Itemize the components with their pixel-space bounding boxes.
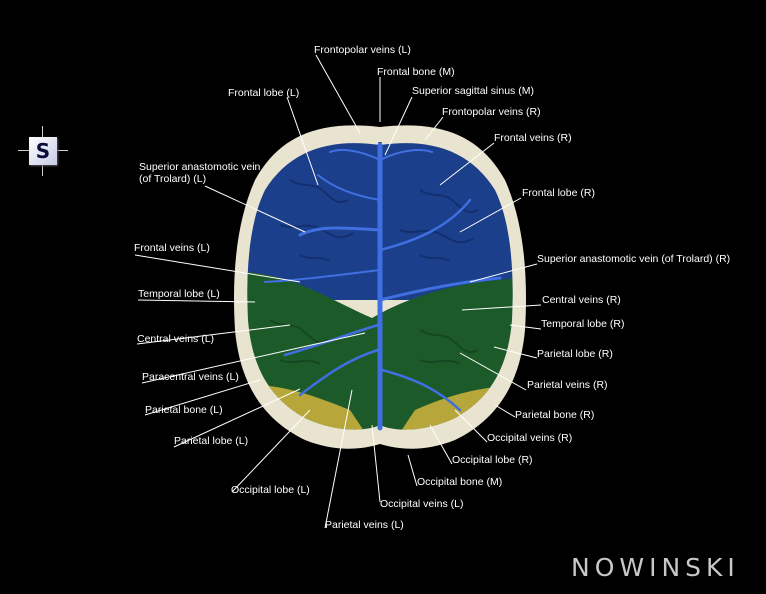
label-frontopolar-veins-r: Frontopolar veins (R) bbox=[442, 106, 541, 118]
label-occipital-veins-l: Occipital veins (L) bbox=[380, 498, 464, 510]
label-parietal-veins-r: Parietal veins (R) bbox=[527, 379, 608, 391]
label-frontal-lobe-r: Frontal lobe (R) bbox=[522, 187, 595, 199]
label-frontopolar-veins-l: Frontopolar veins (L) bbox=[314, 44, 411, 56]
label-superior-sagittal-sinus-m: Superior sagittal sinus (M) bbox=[412, 85, 534, 97]
label-superior-anastomotic-vein-l: Superior anastomotic vein (of Trolard) (… bbox=[139, 161, 261, 185]
label-parietal-bone-r: Parietal bone (R) bbox=[515, 409, 595, 421]
label-occipital-veins-r: Occipital veins (R) bbox=[487, 432, 573, 444]
label-parietal-lobe-r: Parietal lobe (R) bbox=[537, 348, 613, 360]
label-occipital-lobe-r: Occipital lobe (R) bbox=[452, 454, 533, 466]
nowinski-logo: NOWINSKI bbox=[571, 553, 740, 582]
cortical-veins bbox=[264, 142, 502, 431]
label-superior-anastomotic-vein-r: Superior anastomotic vein (of Trolard) (… bbox=[537, 253, 731, 265]
label-temporal-lobe-r: Temporal lobe (R) bbox=[541, 318, 625, 330]
label-paracentral-veins-l: Paracentral veins (L) bbox=[142, 371, 239, 383]
label-central-veins-r: Central veins (R) bbox=[542, 294, 621, 306]
label-frontal-bone-m: Frontal bone (M) bbox=[377, 66, 455, 78]
label-frontal-veins-r: Frontal veins (R) bbox=[494, 132, 572, 144]
label-occipital-bone-m: Occipital bone (M) bbox=[417, 476, 503, 488]
orientation-cube[interactable]: S bbox=[18, 126, 68, 176]
label-frontal-veins-l: Frontal veins (L) bbox=[134, 242, 210, 254]
orientation-letter: S bbox=[35, 139, 51, 163]
label-temporal-lobe-l: Temporal lobe (L) bbox=[138, 288, 220, 300]
orientation-face bbox=[29, 137, 57, 165]
label-parietal-bone-l: Parietal bone (L) bbox=[145, 404, 223, 416]
label-parietal-lobe-l: Parietal lobe (L) bbox=[174, 435, 249, 447]
leader-lines bbox=[134, 54, 542, 529]
label-occipital-lobe-l: Occipital lobe (L) bbox=[231, 484, 310, 496]
label-central-veins-l: Central veins (L) bbox=[137, 333, 215, 345]
label-frontal-lobe-l: Frontal lobe (L) bbox=[228, 87, 300, 99]
label-parietal-veins-l: Parietal veins (L) bbox=[325, 519, 404, 531]
